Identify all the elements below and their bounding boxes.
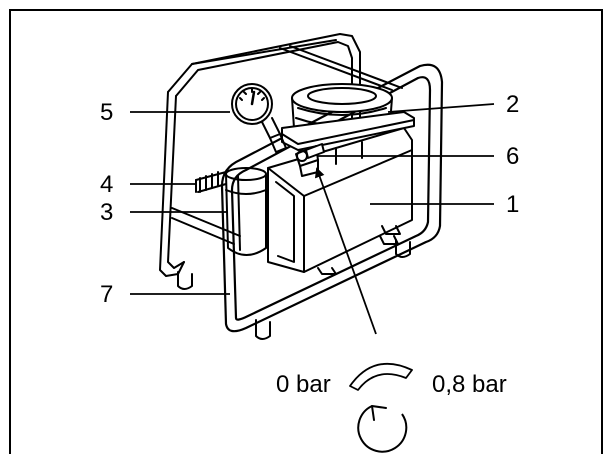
- callout-labels: 5 4 3 7 2 6 1: [100, 91, 519, 308]
- compressor-head: [281, 83, 415, 165]
- callout-6: 6: [506, 143, 519, 170]
- rotation-arrow-icon: [357, 405, 408, 453]
- pump-unit-drawing: [159, 33, 444, 340]
- front-frame: [220, 63, 444, 333]
- pressure-gauge-icon: [231, 83, 287, 153]
- leader-line-2: [387, 103, 495, 113]
- callout-5: 5: [100, 99, 113, 126]
- callout-1: 1: [506, 191, 519, 218]
- callout-3: 3: [100, 199, 113, 226]
- filter-housing: [225, 167, 267, 256]
- callout-7: 7: [100, 281, 113, 308]
- pressure-max-label: 0,8 bar: [432, 371, 507, 398]
- motor-housing: [267, 127, 413, 273]
- rear-frame: [159, 33, 403, 277]
- pressure-range-indicator: 0 bar 0,8 bar: [276, 362, 507, 453]
- pressure-min-label: 0 bar: [276, 371, 331, 398]
- adjustment-knob: [305, 143, 325, 159]
- adjust-pointer-arrow: [314, 167, 377, 335]
- callout-2: 2: [506, 91, 519, 118]
- callout-4: 4: [100, 171, 113, 198]
- hose-connector: [195, 171, 227, 193]
- pressure-scale-arc: [349, 362, 413, 391]
- rubber-feet: [177, 225, 411, 340]
- figure-border: [9, 9, 603, 454]
- leader-lines: [130, 103, 495, 335]
